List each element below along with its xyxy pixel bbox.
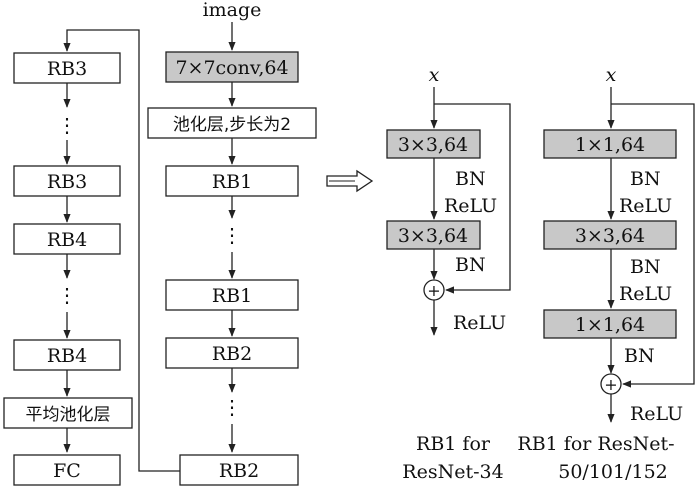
avg-pool-label: 平均池化层 [26, 405, 111, 425]
middle-column: image 7×7conv,64 池化层,步长为2 RB1 ⋮ RB1 RB2 … [147, 0, 317, 486]
block34-conv2-box [386, 220, 481, 250]
block34-conv1-label: 3×3,64 [398, 134, 468, 156]
ellipsis: ⋮ [57, 283, 77, 307]
rb1-top-label: RB1 [212, 171, 252, 193]
rb4-bottom-label: RB4 [47, 345, 87, 367]
block34-input-x: x [429, 64, 440, 86]
rb2-top-label: RB2 [212, 343, 252, 365]
block50-conv1-box [543, 129, 677, 159]
block50-plus-icon: + [604, 375, 617, 394]
block50-conv3-box [543, 309, 677, 339]
rb1-top-box [165, 165, 299, 197]
block34-skip-connection [434, 103, 511, 294]
block34-conv2-label: 3×3,64 [398, 225, 468, 247]
block34-plus-icon: + [427, 281, 440, 300]
rb2-bottom-box [179, 454, 299, 486]
column-connector-arrow [63, 29, 180, 472]
rb3-top-label: RB3 [47, 58, 87, 80]
block50-bn3-label: BN [624, 345, 655, 367]
block34-relu-out-label: ReLU [453, 312, 506, 334]
block34-bn1-label: BN [455, 168, 486, 190]
block50-input-x: x [606, 64, 617, 86]
block34-caption-line2: ResNet-34 [402, 461, 503, 483]
conv-7x7-box [165, 51, 299, 83]
rb4-bottom-box [13, 339, 121, 371]
block50-caption-line2: 50/101/152 [558, 461, 668, 483]
avg-pool-box [3, 397, 133, 429]
rb3-bottom-label: RB3 [47, 171, 87, 193]
block50-relu1-label: ReLU [619, 195, 672, 217]
left-column: RB3 ⋮ RB3 RB4 ⋮ RB4 平均池化层 FC [3, 52, 133, 486]
block34-bn2-label: BN [455, 254, 486, 276]
block34-caption-line1: RB1 for [416, 433, 491, 455]
ellipsis: ⋮ [222, 223, 242, 247]
rb4-top-label: RB4 [47, 229, 87, 251]
block50-bn2-label: BN [630, 256, 661, 278]
rb3-top-box [13, 52, 121, 84]
input-image-label: image [203, 0, 262, 21]
ellipsis: ⋮ [222, 395, 242, 419]
rb2-top-box [165, 337, 299, 369]
block50-caption-line1: RB1 for ResNet- [517, 433, 674, 455]
fc-box [13, 454, 121, 486]
block50-conv2-box [543, 220, 677, 250]
block50-conv3-label: 1×1,64 [575, 314, 645, 336]
fc-label: FC [53, 460, 81, 482]
block50-bn1-label: BN [630, 168, 661, 190]
block50-conv2-label: 3×3,64 [575, 225, 645, 247]
rb4-top-box [13, 223, 121, 255]
rb1-bottom-label: RB1 [212, 285, 252, 307]
rb3-bottom-box [13, 165, 121, 197]
block50-relu-out-label: ReLU [630, 403, 683, 425]
pool-label: 池化层,步长为2 [173, 115, 291, 135]
block-resnet34: x 3×3,64 BN ReLU 3×3,64 BN + ReLU RB1 fo… [386, 64, 511, 483]
ellipsis: ⋮ [57, 113, 77, 137]
block-resnet50: x 1×1,64 BN ReLU 3×3,64 BN ReLU 1×1,64 B… [517, 64, 695, 483]
block50-relu2-label: ReLU [619, 283, 672, 305]
block50-skip-connection [611, 103, 695, 388]
block34-relu1-label: ReLU [444, 195, 497, 217]
rb2-bottom-label: RB2 [219, 460, 259, 482]
block50-conv1-label: 1×1,64 [575, 134, 645, 156]
conv-7x7-label: 7×7conv,64 [175, 57, 288, 79]
